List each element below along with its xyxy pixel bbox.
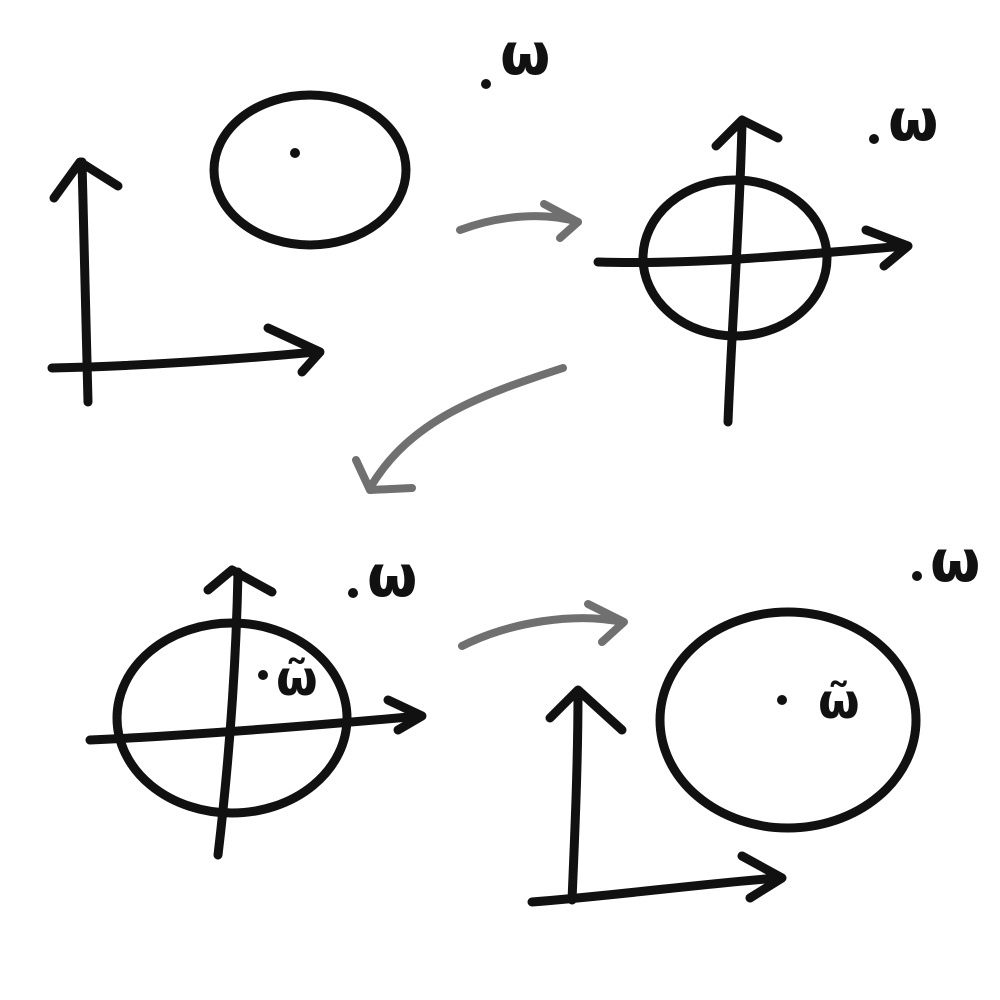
panel-2-x-axis [593,241,910,268]
panel-1-x-axis [47,347,321,373]
panel-4-center-dot [777,695,787,705]
panel-3: ω̃ ω [85,542,427,860]
panel-3-point-dot [258,670,268,680]
flow-arrow-2-icon [352,364,567,494]
panel-4-omega-dot [912,571,922,581]
panel-4-x-arrowhead [737,851,787,903]
panel-1-y-arrowhead [49,157,123,203]
panel-1-omega-text: ω [500,20,550,88]
flow-arrow-3-shaft [458,614,626,650]
panel-1-circle [209,90,411,250]
panel-4-omega-text: ω [930,527,980,595]
panel-4-omega-tilde-text: ω̃ [818,674,860,730]
panel-2-omega-dot [869,134,879,144]
panel-1-center-dot [290,148,300,158]
panel-2-y-arrowhead [711,115,783,151]
panel-3-x-arrowhead [383,695,427,735]
panel-1: ω [47,20,550,407]
flow-arrow-1-head [540,200,582,242]
flow-arrow-1-shaft [456,212,582,234]
panel-4: ω̃ ω [527,527,980,907]
panel-2-y-axis [723,117,747,427]
panel-3-omega-label: ω [348,542,417,610]
panel-3-x-axis [85,711,425,745]
panel-3-omega-tilde-text: ω̃ [276,651,318,707]
panel-4-omega-label: ω [912,527,980,595]
flow-arrow-3-head [584,600,628,646]
panel-1-omega-dot [481,79,491,89]
panel-4-circle [655,607,921,833]
panel-2-omega-text: ω [888,86,938,154]
flow-arrow-1-icon [456,200,582,242]
flow-arrow-2-shaft [366,364,567,492]
panel-1-axes [47,157,325,407]
flow-arrow-3-icon [458,600,628,650]
panel-4-x-axis [527,873,783,907]
panel-1-omega-label: ω [481,20,550,89]
panel-3-y-axis [213,567,243,860]
panel-2-x-arrowhead [861,225,913,271]
panel-3-omega-text: ω [367,542,417,610]
panel-2: ω [593,86,938,427]
panel-4-y-arrowhead [545,685,627,735]
panel-4-y-axis [567,687,583,905]
panel-1-x-arrowhead [263,323,325,377]
panel-2-omega-label: ω [869,86,938,154]
panel-3-omega-dot [348,588,358,598]
panel-3-y-arrowhead [203,565,277,597]
flow-arrow-2-head [352,456,416,494]
